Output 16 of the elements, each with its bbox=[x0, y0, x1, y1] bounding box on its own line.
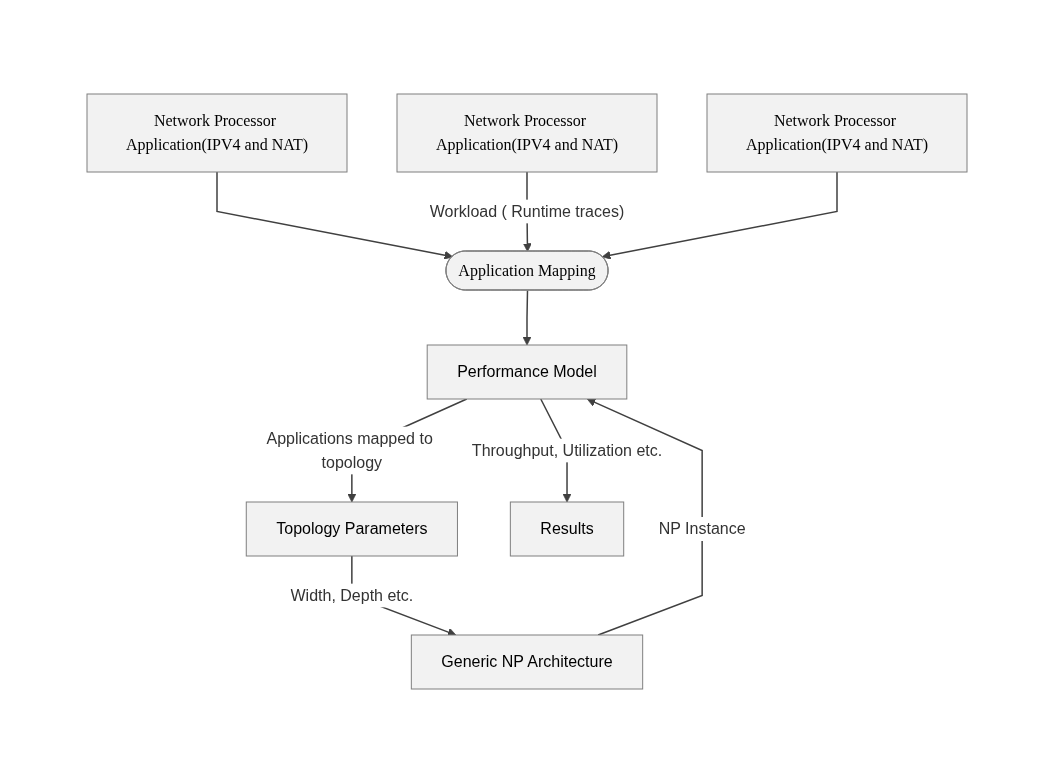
edge-label: NP Instance bbox=[658, 520, 746, 537]
node-box: Network Processor Application(IPV4 and NAT) bbox=[706, 93, 967, 173]
edge-label: Applications mapped to topology bbox=[265, 429, 433, 471]
node-box: Topology Parameters bbox=[245, 501, 458, 557]
node-box: Network Processor Application(IPV4 and NAT) bbox=[396, 93, 657, 173]
edge-label: Workload ( Runtime traces) bbox=[429, 202, 624, 220]
node-box: Network Processor Application(IPV4 and NAT) bbox=[86, 93, 347, 173]
node-box: Results bbox=[509, 501, 624, 557]
node-box: Generic NP Architecture bbox=[410, 634, 643, 690]
arrow bbox=[586, 398, 703, 636]
node-box: Performance Model bbox=[426, 344, 627, 400]
arrow bbox=[522, 289, 531, 346]
arrow bbox=[215, 171, 453, 260]
edge-label: Width, Depth etc. bbox=[290, 586, 413, 604]
arrow bbox=[601, 171, 838, 260]
edge-label: Throughput, Utilization etc. bbox=[471, 441, 662, 459]
